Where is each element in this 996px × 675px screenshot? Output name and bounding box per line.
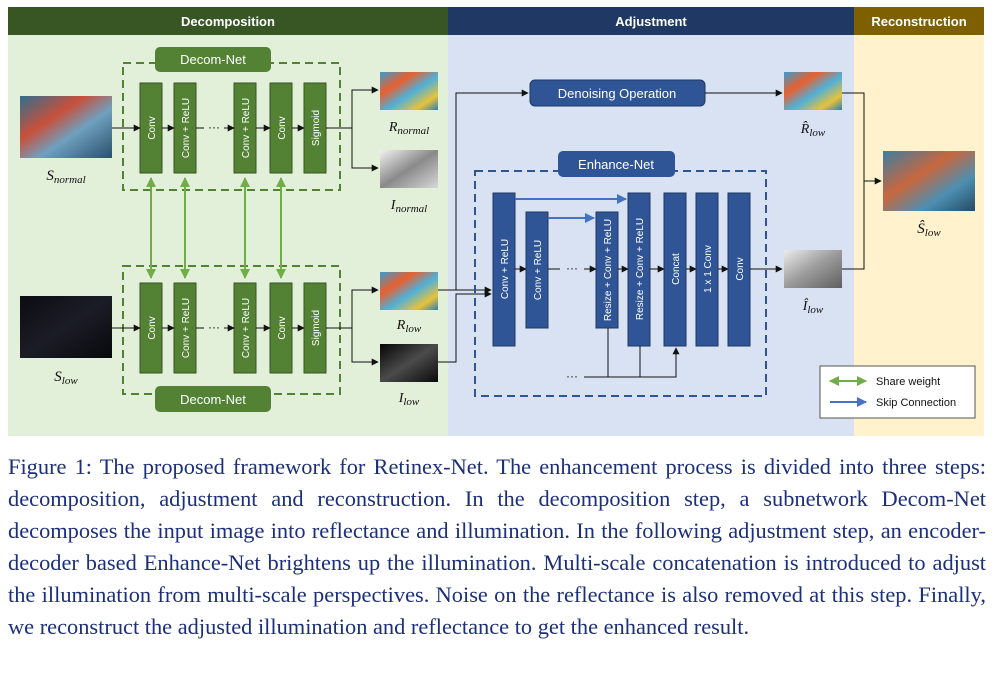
- r-normal-label: Rnormal: [388, 120, 429, 137]
- layer-label: 1 x 1 Conv: [703, 245, 714, 293]
- skip-connection-arrows: [515, 194, 627, 223]
- decomposition-title: Decomposition: [181, 14, 275, 29]
- i-normal-image: [380, 150, 438, 188]
- layer-label: Resize + Conv + ReLU: [603, 219, 614, 321]
- i-hat-low-label: Îlow: [802, 297, 824, 316]
- layer-label: Conv + ReLU: [241, 298, 252, 358]
- layer-label: Sigmoid: [311, 110, 322, 146]
- r-low-label: Rlow: [396, 318, 422, 335]
- ellipsis: ···: [566, 369, 578, 383]
- layer-label: Sigmoid: [311, 310, 322, 346]
- decom-net-top-label-box: [155, 47, 271, 72]
- decom-net-bottom-layers: Conv Conv + ReLU Conv + ReLU Conv Sigmoi…: [139, 282, 327, 374]
- i-normal-label: Inormal: [390, 198, 427, 215]
- legend: Share weight Skip Connection: [819, 365, 976, 419]
- reconstruction-title: Reconstruction: [871, 14, 966, 29]
- retinex-net-diagram: Decomposition Adjustment Reconstruction …: [8, 7, 984, 436]
- enhance-net-layers: Conv + ReLU Conv + ReLU Resize + Conv + …: [492, 192, 751, 383]
- layer-label: Resize + Conv + ReLU: [635, 218, 646, 320]
- s-low-image: [20, 296, 112, 358]
- reconstruction-header: [854, 7, 984, 35]
- r-hat-low-label: R̂low: [800, 121, 826, 139]
- decomposition-header: [8, 7, 448, 35]
- legend-box: [819, 365, 976, 419]
- layer-label: Conv + ReLU: [500, 239, 511, 299]
- figure-caption: Figure 1: The proposed framework for Ret…: [8, 454, 986, 639]
- enhance-net-label: Enhance-Net: [578, 157, 654, 172]
- decom-net-top-label: Decom-Net: [180, 52, 246, 67]
- s-low-label: Slow: [54, 369, 78, 387]
- enhance-net-label-box: [558, 151, 675, 177]
- s-normal-label: Snormal: [46, 168, 85, 186]
- layer-label: Conv + ReLU: [241, 98, 252, 158]
- layer-label: Conv + ReLU: [181, 98, 192, 158]
- denoising-label: Denoising Operation: [558, 86, 677, 101]
- layer-label: Conv: [147, 316, 158, 339]
- i-low-label: Ilow: [398, 391, 420, 408]
- r-normal-image: [380, 72, 438, 110]
- ellipsis: ···: [208, 320, 220, 334]
- adjustment-title: Adjustment: [615, 14, 687, 29]
- s-normal-image: [20, 96, 112, 158]
- ellipsis: ···: [208, 120, 220, 134]
- legend-skip-connection: Skip Connection: [876, 397, 956, 409]
- adjustment-header: [448, 7, 854, 35]
- layer-label: Conv: [277, 116, 288, 139]
- layer-label: Conv: [735, 257, 746, 280]
- i-hat-low-image: [784, 250, 842, 288]
- decom-net-bottom-label: Decom-Net: [180, 392, 246, 407]
- layer-label: Conv: [277, 316, 288, 339]
- layer-label: Conv + ReLU: [181, 298, 192, 358]
- s-hat-low-label: Ŝlow: [917, 220, 941, 239]
- layer-label: Conv: [147, 116, 158, 139]
- legend-share-weight: Share weight: [876, 376, 940, 388]
- share-weight-arrows: [146, 177, 286, 279]
- decom-net-bottom-box: [122, 265, 341, 395]
- r-low-image: [380, 272, 438, 310]
- layer-label: Conv + ReLU: [533, 240, 544, 300]
- r-hat-low-image: [784, 72, 842, 110]
- i-low-image: [380, 344, 438, 382]
- ellipsis: ···: [566, 261, 578, 275]
- s-hat-low-image: [883, 151, 975, 211]
- layer-label: Concat: [671, 253, 682, 285]
- decom-net-bottom-label-box: [155, 386, 271, 412]
